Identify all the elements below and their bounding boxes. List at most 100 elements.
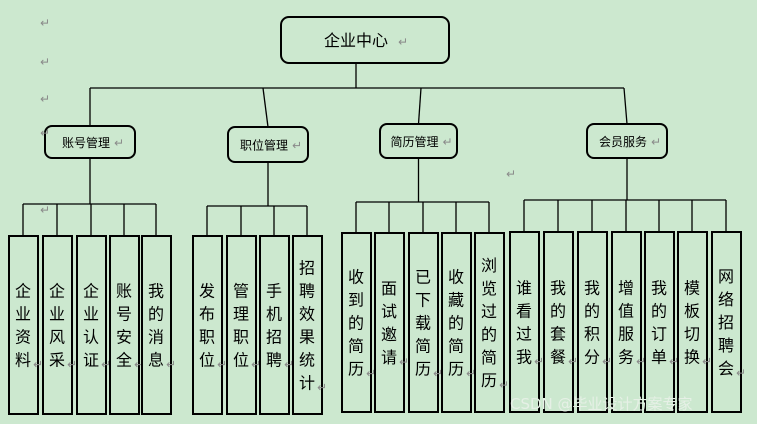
paragraph-mark: ↵: [736, 366, 746, 380]
leaf-box: [341, 232, 372, 413]
leaf-label-char: 业: [83, 305, 99, 324]
leaf-box: [474, 232, 505, 413]
leaf-label-char: 招: [299, 259, 315, 278]
leaf-label-char: 请: [381, 348, 397, 367]
leaf-box: [408, 232, 439, 413]
paragraph-mark: ↵: [217, 358, 227, 372]
leaf-label-char: 历: [481, 371, 497, 390]
leaf-label-char: 管: [233, 282, 249, 301]
leaf-label-char: 我: [516, 348, 532, 367]
paragraph-mark: ↵: [466, 367, 476, 381]
leaf-label-char: 料: [15, 351, 31, 370]
leaf-label-char: 机: [266, 305, 282, 324]
leaf-label-char: 藏: [448, 291, 464, 310]
leaf-label-char: 我: [148, 282, 164, 301]
leaf-label-char: 业: [15, 305, 31, 324]
leaf-label-char: 的: [481, 325, 497, 344]
leaf-box: [76, 235, 107, 415]
connector-category-drop: [623, 87, 628, 125]
paragraph-mark: ↵: [40, 126, 50, 140]
paragraph-mark: ↵: [651, 135, 661, 149]
leaf-label-char: 企: [15, 282, 31, 301]
connector-category-drop: [417, 87, 422, 125]
leaf-label-char: 简: [481, 348, 497, 367]
leaf-label-char: 的: [148, 305, 164, 324]
leaf-label-char: 安: [116, 328, 132, 347]
leaf-label-char: 业: [49, 305, 65, 324]
leaf-box: [711, 231, 742, 413]
paragraph-mark: ↵: [636, 355, 646, 369]
leaf-label-char: 套: [550, 325, 566, 344]
leaf-label-char: 息: [148, 351, 164, 370]
leaf-label-char: 的: [550, 302, 566, 321]
leaf-label-char: 效: [299, 305, 315, 324]
leaf-box: [141, 235, 172, 415]
leaf-box: [509, 231, 540, 413]
leaf-label-char: 的: [348, 314, 364, 333]
leaf-label-char: 络: [718, 290, 734, 309]
root-node-box: [280, 16, 450, 64]
category-label: 会员服务: [599, 134, 647, 149]
leaf-label-char: 我: [651, 279, 667, 298]
paragraph-mark: ↵: [398, 35, 408, 49]
leaf-box: [677, 231, 708, 413]
leaf-label-char: 简: [415, 337, 431, 356]
leaf-label-char: 招: [266, 328, 282, 347]
leaf-label-char: 览: [481, 279, 497, 298]
leaf-label-char: 已: [415, 268, 431, 287]
category-node: 简历管理↵: [379, 123, 458, 159]
category-node: 职位管理↵: [227, 126, 309, 163]
category-box: [586, 123, 668, 159]
leaf-label-char: 收: [348, 268, 364, 287]
leaf-box: [259, 235, 290, 415]
category-node: 会员服务 ↵: [586, 123, 668, 159]
paragraph-mark: ↵: [499, 378, 509, 392]
leaf-label-char: 位: [199, 351, 215, 370]
paragraph-mark: ↵: [284, 358, 294, 372]
leaf-label-char: 收: [448, 268, 464, 287]
watermark: CSDN @毕业设计方案专家: [510, 395, 693, 413]
leaf-box: [543, 231, 574, 413]
leaf-label-char: 简: [448, 337, 464, 356]
paragraph-mark: ↵: [40, 203, 50, 217]
leaf-label-char: 过: [481, 302, 497, 321]
leaf-label-char: 风: [49, 328, 65, 347]
leaf-label-char: 模: [684, 279, 700, 298]
paragraph-mark: ↵: [101, 358, 111, 372]
leaf-label-char: 证: [83, 351, 99, 370]
paragraph-mark: ↵: [602, 355, 612, 369]
leaf-label-char: 全: [116, 351, 132, 370]
leaf-label-char: 发: [199, 282, 215, 301]
leaf-label-char: 会: [718, 359, 734, 378]
category-box: [44, 125, 136, 159]
paragraph-mark: ↵: [702, 355, 712, 369]
leaf-box: [577, 231, 608, 413]
paragraph-mark: ↵: [317, 381, 327, 395]
leaf-box: [226, 235, 257, 415]
paragraph-mark: ↵: [534, 355, 544, 369]
leaf-box: [109, 235, 140, 415]
leaf-label-char: 位: [233, 351, 249, 370]
leaf-label-char: 面: [381, 279, 397, 298]
paragraph-mark: ↵: [40, 16, 50, 30]
paragraph-mark: ↵: [506, 167, 516, 181]
category-box: [379, 123, 458, 159]
leaf-label-char: 号: [116, 305, 132, 324]
leaf-label-char: 聘: [718, 336, 734, 355]
leaf-label-char: 统: [299, 351, 315, 370]
leaf-label-char: 网: [718, 267, 734, 286]
category-box: [227, 126, 309, 163]
leaf-label-char: 历: [415, 360, 431, 379]
leaf-label-char: 招: [718, 313, 734, 332]
leaf-box: [374, 232, 405, 413]
leaf-label-char: 企: [49, 282, 65, 301]
